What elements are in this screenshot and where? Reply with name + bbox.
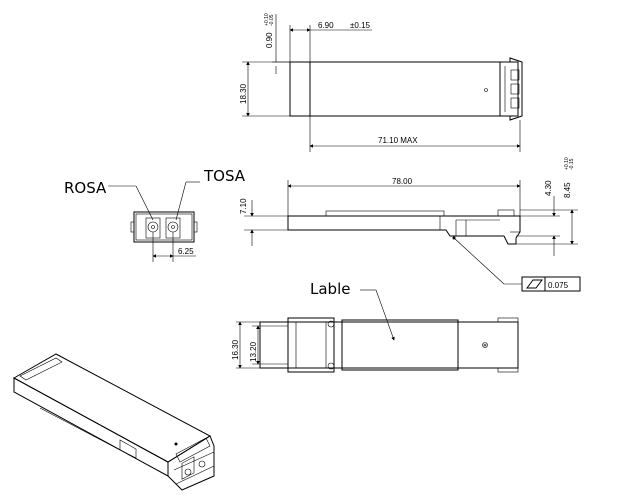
tosa-port [167, 221, 179, 233]
dim-0-90-tol-minus: -0.05 [269, 14, 275, 26]
label-area [341, 319, 459, 371]
top-view-latch [289, 61, 311, 117]
top-view-body [289, 61, 519, 117]
top-view: 0.90 +0.10 -0.05 6.90 ±0.15 18.30 71.10 … [239, 13, 523, 152]
front-view: ROSA TOSA 6.25 [64, 167, 246, 262]
dim-8-45-tol-plus: +0.10 [564, 157, 570, 170]
dim-13-20-label: 13.20 [249, 341, 258, 362]
dim-6-90-tol: ±0.15 [350, 21, 371, 30]
dim-8-45-tol-minus: -0.15 [569, 158, 575, 170]
iso-latch [19, 357, 63, 381]
bottom-view: Lable 16.30 13.20 [231, 280, 519, 373]
dim-6-90-label: 6.90 [318, 21, 334, 30]
dim-18-30-label: 18.30 [239, 83, 248, 104]
dim-78-label: 78.00 [392, 177, 413, 186]
dim-71-10-label: 71.10 MAX [378, 136, 418, 145]
front-view-outline [133, 211, 195, 243]
side-view: 78.00 7.10 4.30 8.45 +0.10 -0.15 [239, 157, 581, 292]
iso-connector-face [167, 435, 215, 491]
side-view-top-rib [325, 210, 445, 217]
rosa-port [147, 221, 159, 233]
flatness-callout: 0.075 [521, 276, 581, 292]
label-rosa: ROSA [64, 179, 107, 197]
dim-16-30-label: 16.30 [231, 339, 240, 360]
label-tosa: TOSA [203, 167, 246, 185]
iso-side-face [13, 377, 169, 477]
isometric-view [12, 353, 215, 491]
top-view-connector [499, 57, 523, 121]
bottom-view-latch [287, 317, 335, 373]
bottom-view-body [259, 321, 519, 369]
dim-4-30-label: 4.30 [544, 180, 553, 196]
dim-8-45-label: 8.45 [563, 182, 572, 198]
label-lable: Lable [310, 280, 350, 298]
flatness-icon [526, 279, 543, 289]
side-view-body [287, 215, 521, 245]
flatness-value: 0.075 [548, 281, 569, 290]
dim-7-10-label: 7.10 [239, 198, 248, 214]
dim-0-90-label: 0.90 [265, 32, 274, 48]
dim-0-90-tol-plus: +0.10 [264, 13, 270, 26]
dim-6-25-label: 6.25 [178, 247, 194, 256]
